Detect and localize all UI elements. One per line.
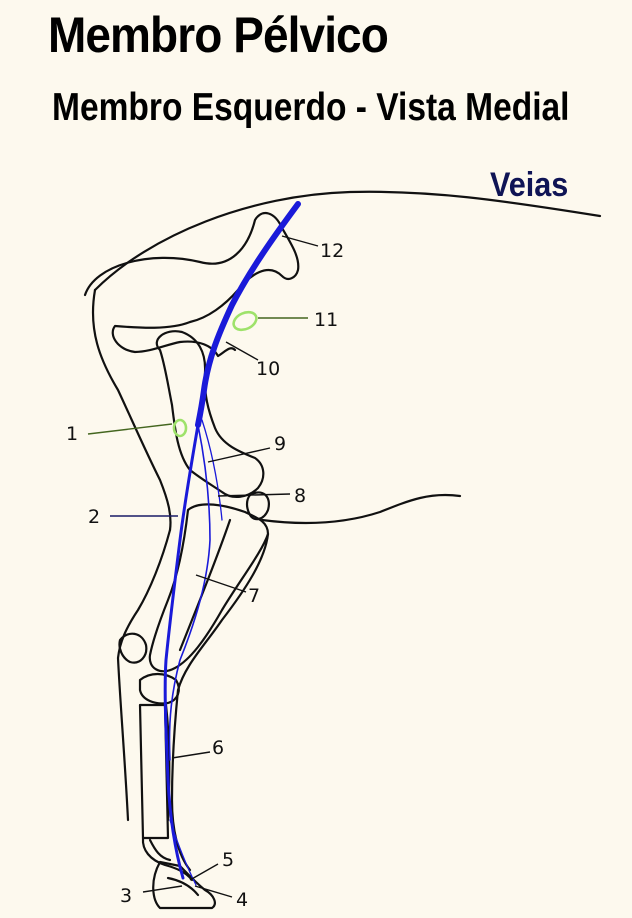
leader-line-10 [225, 341, 259, 361]
cannon-bone-outline [138, 703, 170, 840]
body-belly-contour [260, 493, 462, 525]
page-subtitle: Membro Esquerdo - Vista Medial [52, 86, 570, 129]
leader-line-3 [142, 885, 183, 893]
leader-line-5 [189, 863, 219, 881]
femur-outline [155, 330, 265, 498]
label-4: 4 [236, 889, 248, 911]
fibula-line [178, 518, 232, 652]
femoral-vein [163, 423, 200, 880]
category-label: Veias [490, 166, 569, 204]
leader-line-9 [207, 447, 271, 463]
page-title: Membro Pélvico [48, 7, 389, 63]
leg-front-contour [116, 528, 172, 822]
label-10: 10 [256, 358, 280, 380]
hoof-outline [152, 860, 216, 910]
leader-line-7 [195, 574, 247, 593]
sesamoid-outline [148, 838, 172, 862]
label-12: 12 [320, 240, 344, 262]
label-8: 8 [294, 485, 306, 507]
label-1: 1 [66, 423, 78, 445]
tarsus-outline [138, 672, 180, 705]
leader-line-1 [87, 423, 173, 435]
rump-contour [91, 288, 172, 532]
leader-line-6 [171, 751, 211, 759]
leader-line-4 [194, 885, 233, 898]
tibia-outline [148, 503, 270, 673]
label-11: 11 [314, 309, 338, 331]
calcaneus-outline [118, 632, 148, 664]
distal-vein-branch [169, 819, 197, 886]
label-3: 3 [120, 885, 132, 907]
minor-vein-branch [201, 419, 223, 521]
highlight-marker-11 [232, 310, 258, 332]
leader-line-12 [281, 235, 319, 247]
body-back-contour [93, 190, 602, 292]
label-2: 2 [88, 506, 100, 528]
label-7: 7 [248, 585, 260, 607]
label-6: 6 [212, 737, 224, 759]
pelvis-outline [83, 211, 300, 358]
highlight-marker-1 [172, 418, 188, 438]
saphenous-vein-branch [168, 424, 211, 761]
pastern-outline [141, 836, 194, 882]
leader-line-8 [217, 493, 291, 497]
label-5: 5 [222, 849, 234, 871]
main-vein-thick [195, 201, 301, 428]
coffin-bone [166, 876, 200, 897]
label-9: 9 [274, 433, 286, 455]
